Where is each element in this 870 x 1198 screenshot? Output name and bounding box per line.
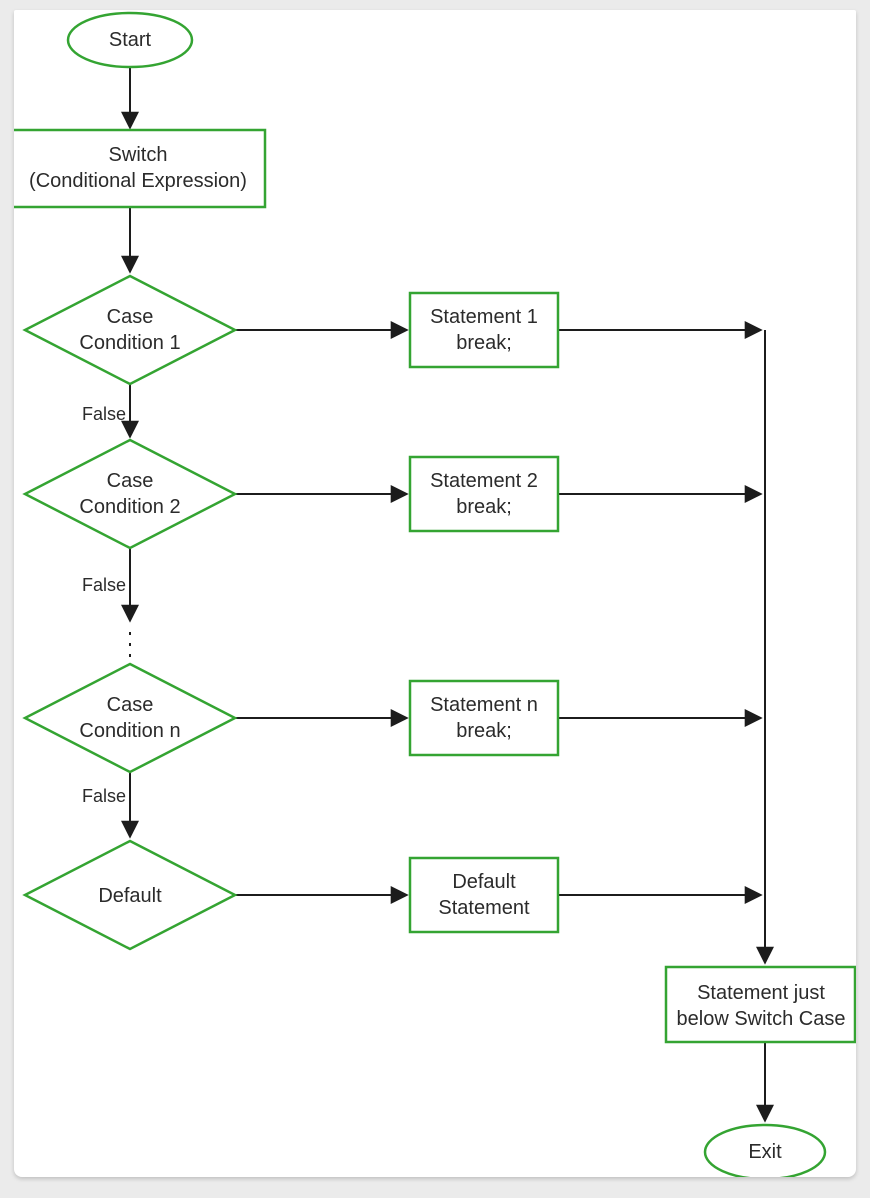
default-label: Default	[98, 885, 162, 907]
flow-edges	[121, 67, 774, 1123]
exit-terminal-shape	[703, 1123, 827, 1177]
stmt2-label-line1: Statement 2	[430, 470, 538, 492]
stmtbelow-label-line2: below Switch Case	[676, 1008, 846, 1030]
case1-label: Case Condition 1	[55, 304, 205, 356]
false-label-n: False	[81, 786, 126, 806]
false-label-1: False	[81, 404, 126, 424]
case1-label-line1: Case	[106, 306, 154, 328]
stmtdefault-label: Default Statement	[404, 868, 564, 922]
stmtn-label-line1: Statement n	[430, 694, 538, 716]
stmt2-process-shape	[408, 455, 560, 533]
switch-label-line2: (Conditional Expression)	[29, 170, 247, 192]
flow-shapes	[14, 11, 856, 1177]
stmt1-label-line1: Statement 1	[430, 306, 538, 328]
stmtbelow-label-line1: Statement just	[697, 982, 825, 1004]
diagram-page: Start Switch (Conditional Expression) Ca…	[14, 10, 856, 1177]
casen-label-line2: Condition n	[79, 720, 181, 742]
start-label: Start	[108, 29, 152, 51]
switch-process-shape	[14, 128, 267, 209]
casen-label-line1: Case	[106, 694, 154, 716]
switch-label: Switch (Conditional Expression)	[14, 138, 264, 198]
exit-label: Exit	[748, 1141, 782, 1163]
case2-decision-shape	[22, 438, 238, 550]
case1-decision-shape	[22, 274, 238, 386]
stmt2-label: Statement 2 break;	[404, 467, 564, 521]
casen-label: Case Condition n	[55, 692, 205, 744]
false-label-2: False	[81, 575, 126, 595]
stmtbelow-label: Statement just below Switch Case	[661, 980, 856, 1032]
stmt1-process-shape	[408, 291, 560, 369]
start-terminal-shape	[66, 11, 194, 69]
stmtn-label: Statement n break;	[404, 691, 564, 745]
case2-label-line2: Condition 2	[79, 496, 181, 518]
stmtdefault-label-line2: Statement	[438, 897, 530, 919]
case2-label-line1: Case	[106, 470, 154, 492]
stmtdefault-label-line1: Default	[452, 871, 516, 893]
case1-label-line2: Condition 1	[79, 332, 181, 354]
stmtdefault-process-shape	[408, 856, 560, 934]
case2-label: Case Condition 2	[55, 468, 205, 520]
stmtbelow-process-shape	[664, 965, 856, 1044]
stmtn-process-shape	[408, 679, 560, 757]
casen-decision-shape	[22, 662, 238, 774]
default-decision-shape	[22, 839, 238, 951]
switch-label-line1: Switch	[108, 144, 168, 166]
stmt1-label: Statement 1 break;	[404, 303, 564, 357]
stmtn-label-line2: break;	[456, 720, 512, 742]
flowchart-graphics	[14, 11, 856, 1177]
stmt2-label-line2: break;	[456, 496, 512, 518]
stmt1-label-line2: break;	[456, 332, 512, 354]
